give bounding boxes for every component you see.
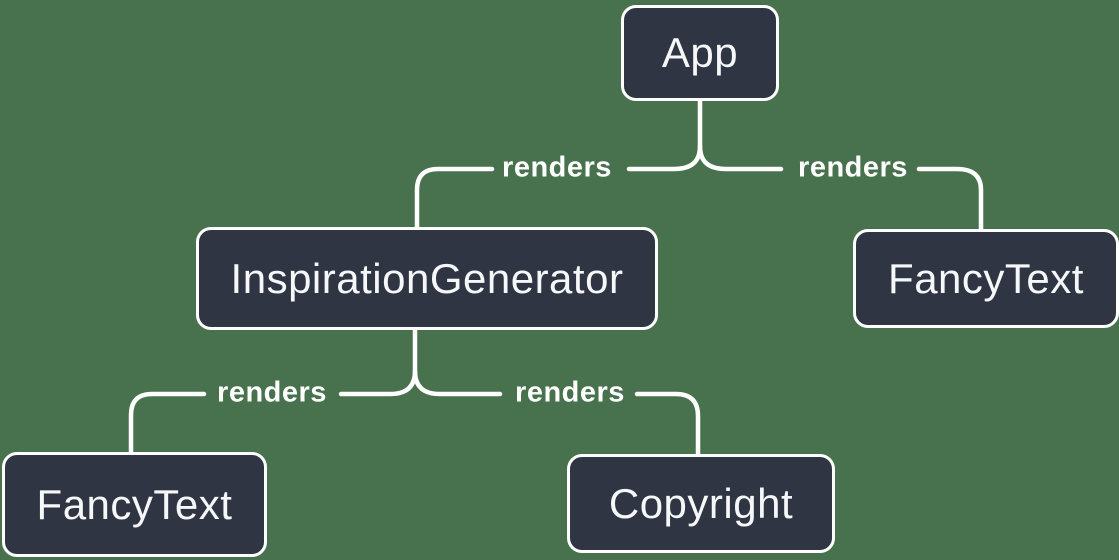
edge-inspirationgenerator-to-fancytext-drop [128,391,207,457]
node-inspiration-generator: InspirationGenerator [196,227,658,330]
edge-app-to-fancytext-drop [916,166,984,234]
edge-app-to-inspirationgenerator-left-arm [626,98,703,172]
node-app: App [621,5,779,101]
edge-app-to-fancytext-right-arm [697,143,784,172]
edge-inspirationgenerator-to-copyright-right-arm [412,368,503,397]
edge-label-app-to-fancytext: renders [798,151,908,184]
node-fancy-text-left: FancyText [2,452,267,557]
edge-label-inspirationgenerator-to-fancytext: renders [217,376,327,409]
edge-label-inspirationgenerator-to-copyright: renders [515,376,625,409]
node-fancy-text-right: FancyText [853,229,1119,328]
edge-label-app-to-inspirationgenerator: renders [502,151,612,184]
edge-app-to-inspirationgenerator-drop [414,166,495,232]
edge-inspirationgenerator-to-fancytext-left-arm [338,328,418,397]
node-copyright: Copyright [567,454,835,553]
edge-inspirationgenerator-to-copyright-drop [634,391,701,459]
